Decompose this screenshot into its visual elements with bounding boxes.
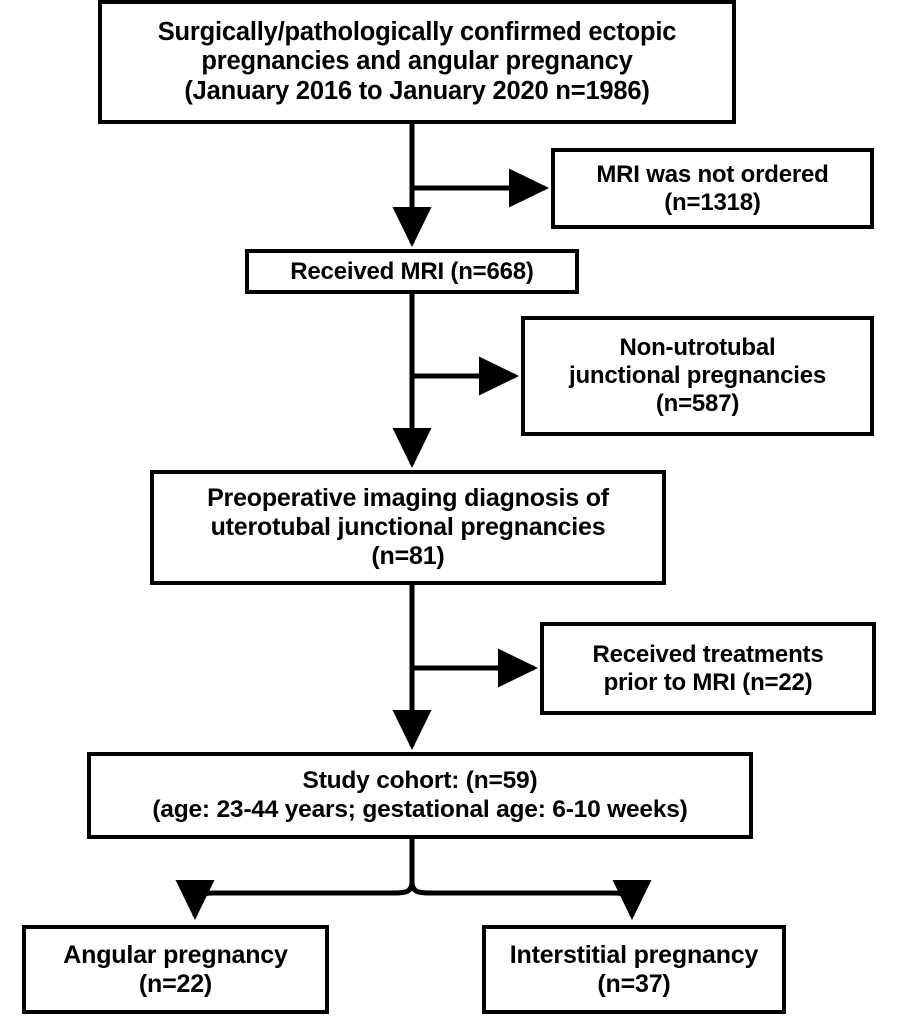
node-interstitial-pregnancy: Interstitial pregnancy (n=37)	[482, 925, 786, 1014]
node-mri-not-ordered-label: MRI was not ordered (n=1318)	[596, 160, 829, 216]
node-received-mri-label: Received MRI (n=668)	[290, 257, 534, 285]
node-received-treatments-prior-to-mri-label: Received treatments prior to MRI (n=22)	[592, 640, 824, 696]
edge-cohort-to-interstitial	[409, 880, 652, 921]
node-source-population: Surgically/pathologically confirmed ecto…	[98, 0, 736, 124]
node-preoperative-imaging-diagnosis: Preoperative imaging diagnosis of uterot…	[150, 470, 666, 585]
edge-cohort-to-angular	[175, 880, 415, 921]
node-source-population-label: Surgically/pathologically confirmed ecto…	[157, 17, 677, 105]
node-received-treatments-prior-to-mri: Received treatments prior to MRI (n=22)	[540, 622, 876, 715]
node-received-mri: Received MRI (n=668)	[245, 249, 579, 294]
node-study-cohort: Study cohort: (n=59) (age: 23-44 years; …	[87, 752, 753, 839]
node-angular-pregnancy-label: Angular pregnancy (n=22)	[63, 940, 288, 998]
node-non-uterotubal-junctional-label: Non-utrotubal junctional pregnancies (n=…	[569, 334, 826, 417]
node-non-uterotubal-junctional: Non-utrotubal junctional pregnancies (n=…	[521, 316, 874, 436]
node-angular-pregnancy: Angular pregnancy (n=22)	[22, 925, 329, 1014]
node-interstitial-pregnancy-label: Interstitial pregnancy (n=37)	[509, 940, 759, 998]
node-study-cohort-label: Study cohort: (n=59) (age: 23-44 years; …	[152, 767, 688, 823]
node-mri-not-ordered: MRI was not ordered (n=1318)	[551, 148, 874, 229]
node-preoperative-imaging-diagnosis-label: Preoperative imaging diagnosis of uterot…	[207, 484, 609, 570]
